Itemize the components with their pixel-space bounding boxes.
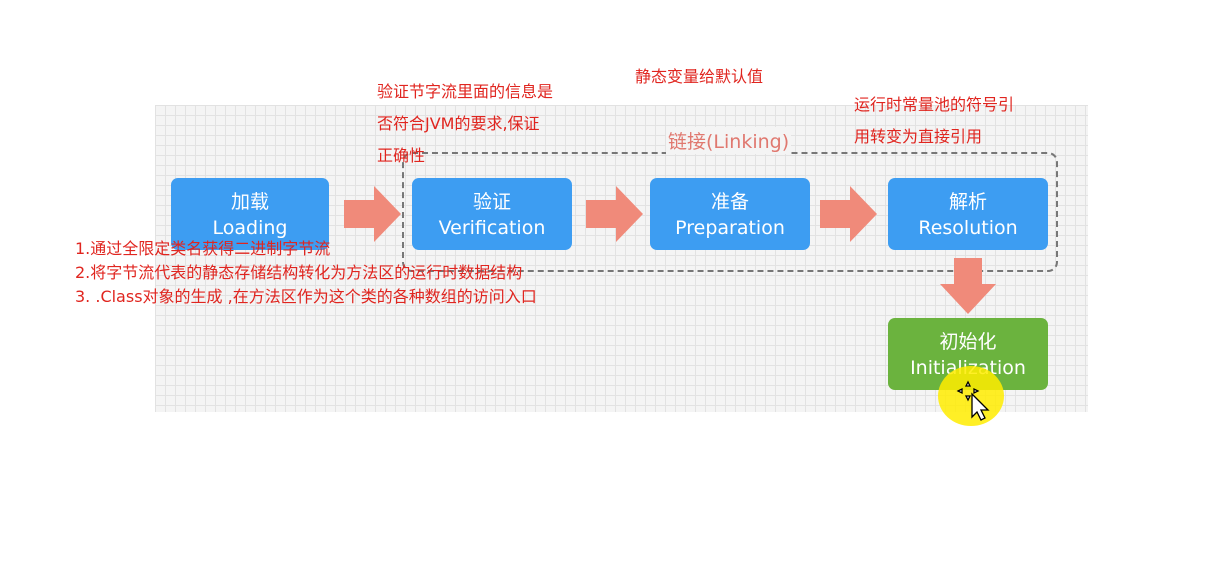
resolution-stage: 解析 Resolution — [888, 178, 1048, 250]
preparation-stage: 准备 Preparation — [650, 178, 810, 250]
resolution-note-line: 用转变为直接引用 — [854, 127, 983, 146]
diagram-panel — [155, 105, 1088, 412]
initialization-cn-label: 初始化 — [939, 331, 997, 353]
preparation-note: 静态变量给默认值 — [635, 67, 764, 86]
verification-note-line: 正确性 — [377, 146, 426, 165]
arrow-down-icon — [940, 258, 996, 314]
loading-stage: 加载 Loading — [171, 178, 329, 250]
preparation-cn-label: 准备 — [710, 191, 749, 213]
resolution-note-line: 运行时常量池的符号引 — [854, 95, 1015, 114]
arrow-right-icon — [586, 186, 643, 242]
arrow-right-icon — [344, 186, 401, 242]
verification-en-label: Verification — [438, 217, 546, 239]
resolution-cn-label: 解析 — [948, 191, 987, 213]
loading-cn-label: 加载 — [230, 191, 269, 213]
arrow-right-icon — [820, 186, 877, 242]
cursor-highlight — [938, 366, 1004, 426]
resolution-note: 运行时常量池的符号引 用转变为直接引用 — [854, 89, 1014, 153]
linking-group-label: 链接(Linking) — [666, 127, 792, 154]
loading-en-label: Loading — [212, 217, 288, 239]
loading-step: 1.通过全限定类名获得二进制字节流 — [75, 239, 331, 258]
verification-stage: 验证 Verification — [412, 178, 572, 250]
preparation-en-label: Preparation — [675, 217, 785, 239]
loading-steps: 1.通过全限定类名获得二进制字节流 2.将字节流代表的静态存储结构转化为方法区的… — [75, 237, 537, 309]
hand-cursor-icon — [956, 380, 990, 421]
loading-step: 2.将字节流代表的静态存储结构转化为方法区的运行时数据结构 — [75, 263, 523, 282]
verification-note-line: 验证节字流里面的信息是 — [377, 82, 554, 101]
loading-step: 3. .Class对象的生成 ,在方法区作为这个类的各种数组的访问入口 — [75, 287, 537, 306]
verification-note-line: 否符合JVM的要求,保证 — [377, 114, 540, 133]
resolution-en-label: Resolution — [918, 217, 1018, 239]
verification-note: 验证节字流里面的信息是 否符合JVM的要求,保证 正确性 — [377, 76, 553, 172]
verification-cn-label: 验证 — [472, 191, 511, 213]
